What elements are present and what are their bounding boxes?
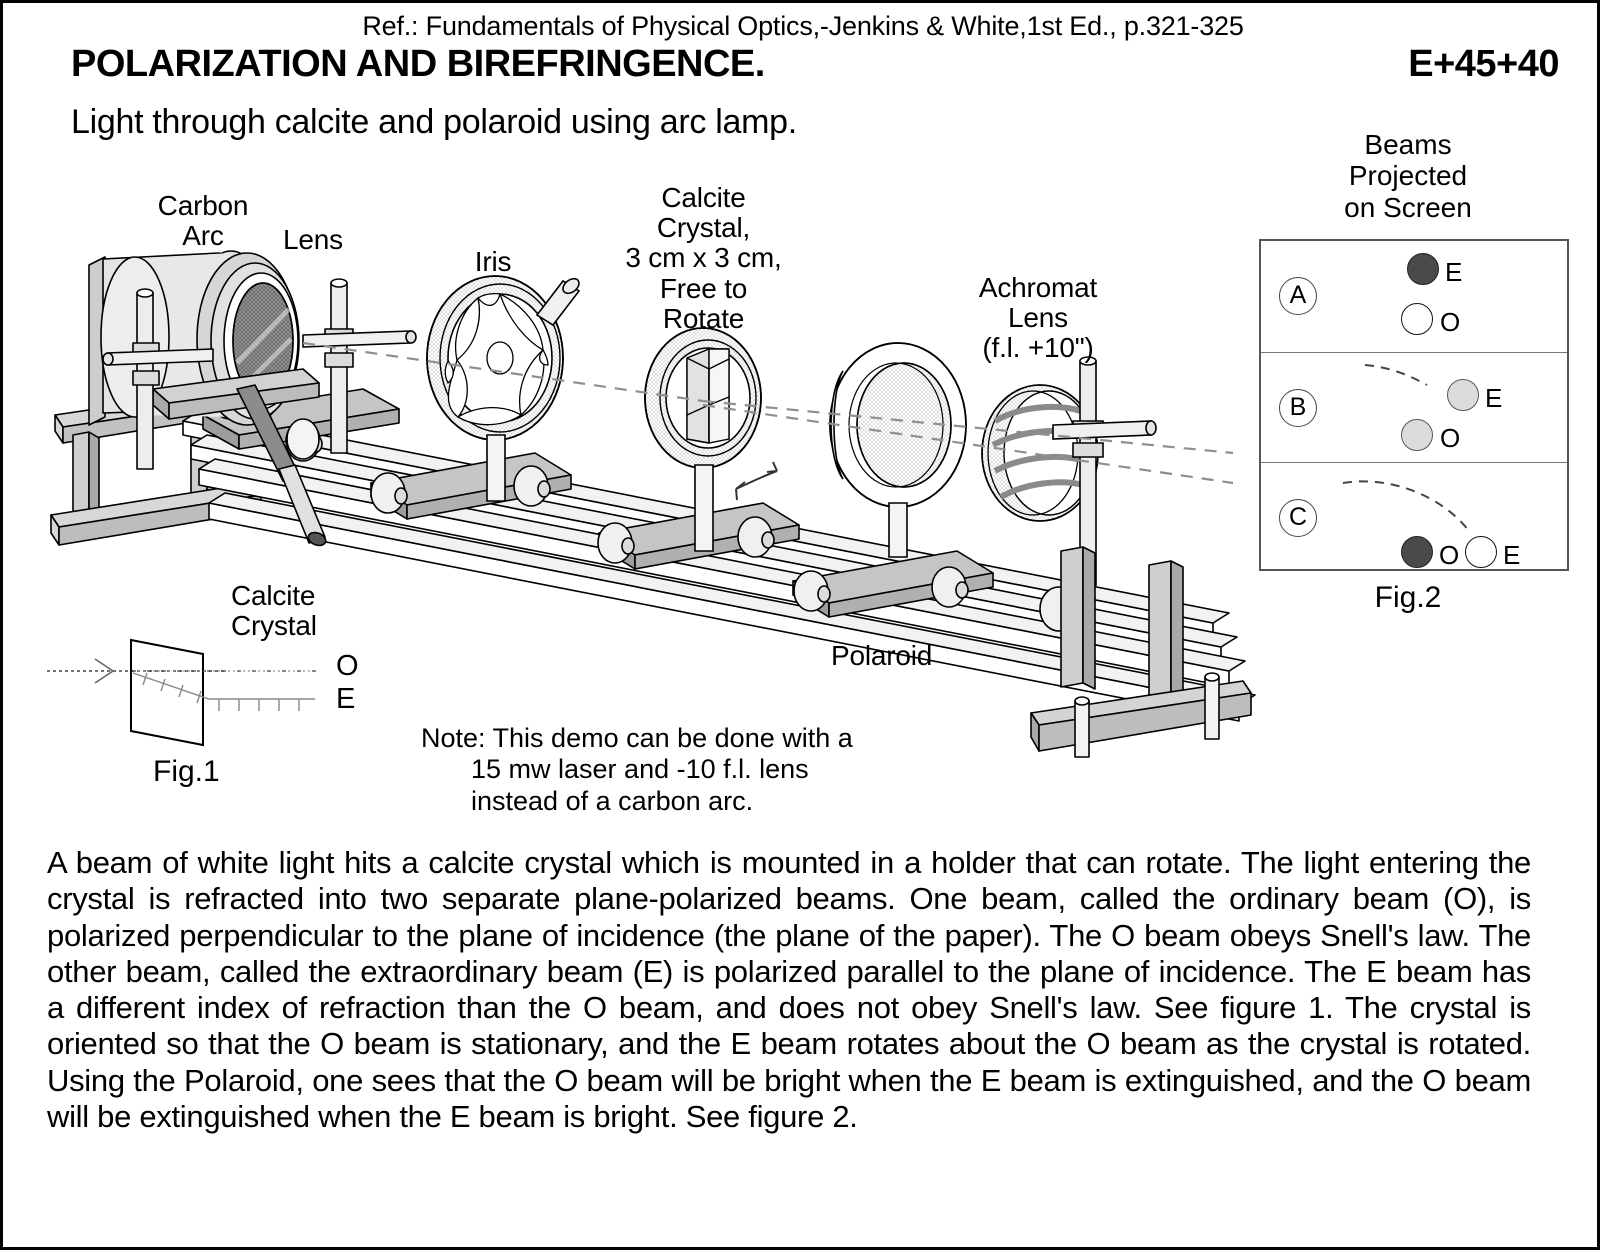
achromat-lens[interactable] (829, 342, 967, 558)
label-achromat-line2: Lens (1008, 302, 1068, 334)
description-paragraph: A beam of white light hits a calcite cry… (47, 845, 1531, 1134)
fig2-spot-label-o-c: O (1439, 540, 1460, 571)
beam-path (302, 341, 1234, 485)
label-fig1-calcite-line2: Crystal (231, 610, 317, 642)
bench-right-support (1030, 546, 1252, 758)
fig2-row-c: C O E (1261, 462, 1567, 573)
fig2-row-a: A E O (1261, 241, 1567, 352)
fig2-spot-o-b (1401, 418, 1433, 451)
note-line3: instead of a carbon arc. (471, 785, 754, 816)
label-calcite-line2: Crystal, (656, 212, 751, 244)
label-calcite-line3: 3 cm x 3 cm, (625, 242, 782, 274)
label-carbon-arc: Carbon Arc (123, 190, 283, 252)
fig2-heading-line3: on Screen (1344, 191, 1472, 223)
fig2-row-tag-b: B (1279, 388, 1317, 427)
label-iris: Iris (474, 246, 512, 277)
fig2-spot-label-e-c: E (1503, 540, 1521, 571)
label-calcite-line1: Calcite (661, 182, 746, 213)
note-line1: Note: This demo can be done with a (421, 723, 853, 753)
fig2-row-tag-c: C (1279, 499, 1317, 538)
optical-bench-illustration (50, 250, 1256, 758)
note-block: Note: This demo can be done with a 15 mw… (421, 723, 961, 817)
fig2-spot-e-c (1465, 536, 1497, 569)
fig2-heading-line2: Projected (1348, 160, 1468, 192)
note-line2: 15 mw laser and -10 f.l. lens (471, 754, 809, 785)
lamp-support-posts (102, 278, 417, 470)
label-carbon-arc-line1: Carbon (157, 190, 249, 221)
fig1-e-ray (132, 672, 315, 711)
fig1-crystal-shape (130, 638, 204, 747)
label-achromat-line3: (f.l. +10") (982, 332, 1094, 364)
rotate-arrow-icon (735, 461, 778, 501)
fig2-screen-panel: A E O B E O C O E (1259, 239, 1569, 571)
label-lens: Lens (283, 224, 343, 255)
calcite-crystal-holder[interactable] (644, 327, 762, 552)
label-polaroid: Polaroid (831, 640, 933, 671)
polaroid-filter[interactable] (981, 356, 1157, 586)
fig1-illustration (47, 638, 316, 747)
fig1-caption: Fig.1 (153, 755, 220, 788)
page-subtitle: Light through calcite and polaroid using… (71, 103, 797, 141)
fig2-spot-e-b (1447, 378, 1479, 411)
demo-code: E+45+40 (1408, 43, 1559, 85)
label-fig1-o-ray: O (336, 650, 359, 682)
fig2-arc-b (1364, 363, 1428, 386)
reference-line: Ref.: Fundamentals of Physical Optics,-J… (362, 11, 1244, 41)
label-calcite-crystal: Calcite Crystal, 3 cm x 3 cm, Free to Ro… (586, 182, 821, 334)
fig2-spot-label-o-b: O (1440, 422, 1461, 453)
label-calcite-line5: Rotate (662, 302, 745, 334)
label-calcite-line4: Free to (659, 272, 748, 304)
fig2-spot-e-a (1407, 253, 1439, 285)
fig2-row-b: B E O (1261, 351, 1567, 463)
label-achromat-lens: Achromat Lens (f.l. +10") (933, 272, 1143, 364)
fig2-spot-label-o-a: O (1440, 307, 1461, 337)
label-fig1-e-ray: E (336, 683, 356, 715)
fig2-spot-label-e-a: E (1445, 257, 1463, 287)
fig2-arc-c (1342, 480, 1470, 532)
fig2-heading: Beams Projected on Screen (1293, 129, 1523, 223)
label-achromat-line1: Achromat (978, 272, 1098, 303)
fig2-heading-line1: Beams (1364, 129, 1452, 160)
fig2-spot-label-e-b: E (1485, 382, 1503, 413)
fig2-spot-o-c (1401, 536, 1433, 569)
iris-diaphragm[interactable] (426, 275, 582, 502)
page-title: POLARIZATION AND BIREFRINGENCE. (71, 43, 765, 85)
label-carbon-arc-line2: Arc (182, 220, 224, 252)
fig2-caption: Fig.2 (1374, 581, 1442, 614)
fig2-row-tag-a: A (1279, 277, 1317, 315)
label-fig1-calcite-line1: Calcite (231, 580, 316, 611)
fig2-spot-o-a (1401, 303, 1433, 335)
label-fig1-calcite: Calcite Crystal (231, 580, 421, 642)
